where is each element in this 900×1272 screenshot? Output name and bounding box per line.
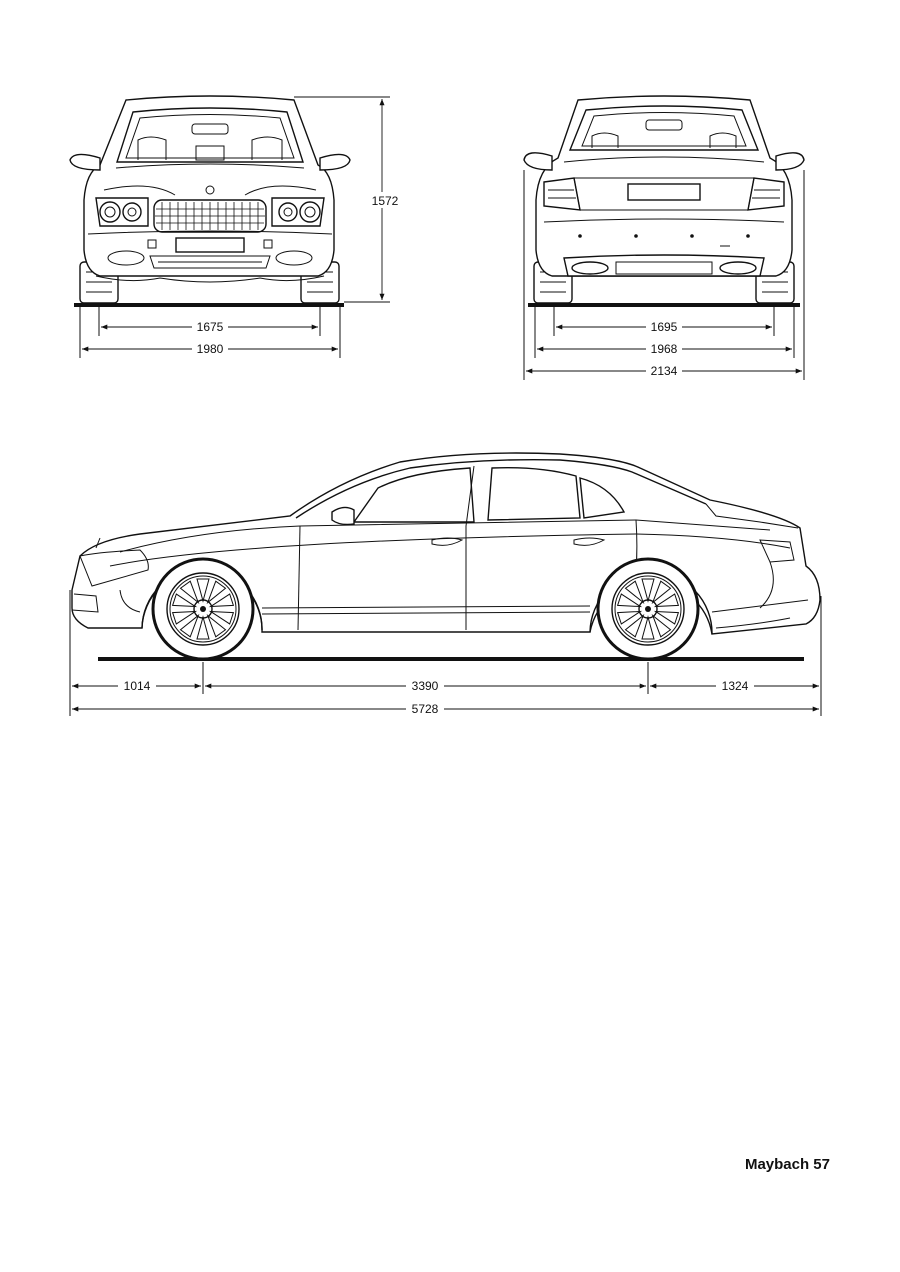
- right-exhaust: [719, 261, 757, 275]
- front-width-value: 1980: [197, 342, 224, 356]
- side-taillight: [759, 539, 795, 563]
- model-name-label: Maybach 57: [744, 1156, 830, 1173]
- rear-view: 1695 1968 2134: [523, 95, 805, 380]
- overall-length-value: 5728: [412, 702, 439, 716]
- right-mirror: [319, 153, 351, 171]
- rear-window: [568, 105, 760, 151]
- front-emblem-icon: [205, 185, 215, 195]
- wheelbase-value: 3390: [412, 679, 439, 693]
- front-height-value: 1572: [372, 194, 399, 208]
- front-track-value: 1675: [197, 320, 224, 334]
- front-side-window: [352, 467, 475, 523]
- rear-diffuser: [563, 254, 765, 277]
- front-license-plate: [175, 237, 245, 253]
- side-mirror: [331, 506, 355, 526]
- rear-wheel: [596, 557, 700, 661]
- rear-track-value: 1695: [651, 320, 678, 334]
- side-view: 1014 3390 1324 5728: [69, 452, 822, 717]
- front-wheel: [151, 557, 255, 661]
- rear-license-plate: [627, 183, 701, 201]
- quarter-window: [579, 477, 626, 519]
- front-overhang-value: 1014: [124, 679, 151, 693]
- rear-overhang-value: 1324: [722, 679, 749, 693]
- front-view: 1572 1675 1980: [69, 95, 402, 358]
- front-door-handle: [431, 537, 464, 546]
- front-door-edge: [297, 525, 301, 631]
- front-headlights: [95, 197, 325, 227]
- door-split: [465, 465, 475, 630]
- side-headlight: [79, 549, 149, 587]
- rear-door-handle: [573, 537, 606, 546]
- windshield: [116, 107, 304, 163]
- right-taillight: [747, 177, 785, 211]
- rear-left-mirror: [523, 152, 553, 171]
- rear-width-value: 1968: [651, 342, 678, 356]
- left-mirror: [69, 153, 101, 171]
- rear-mirror-width-value: 2134: [651, 364, 678, 378]
- rear-side-window: [487, 466, 581, 521]
- left-exhaust: [571, 261, 609, 275]
- left-taillight: [543, 177, 581, 211]
- rear-right-mirror: [775, 152, 805, 171]
